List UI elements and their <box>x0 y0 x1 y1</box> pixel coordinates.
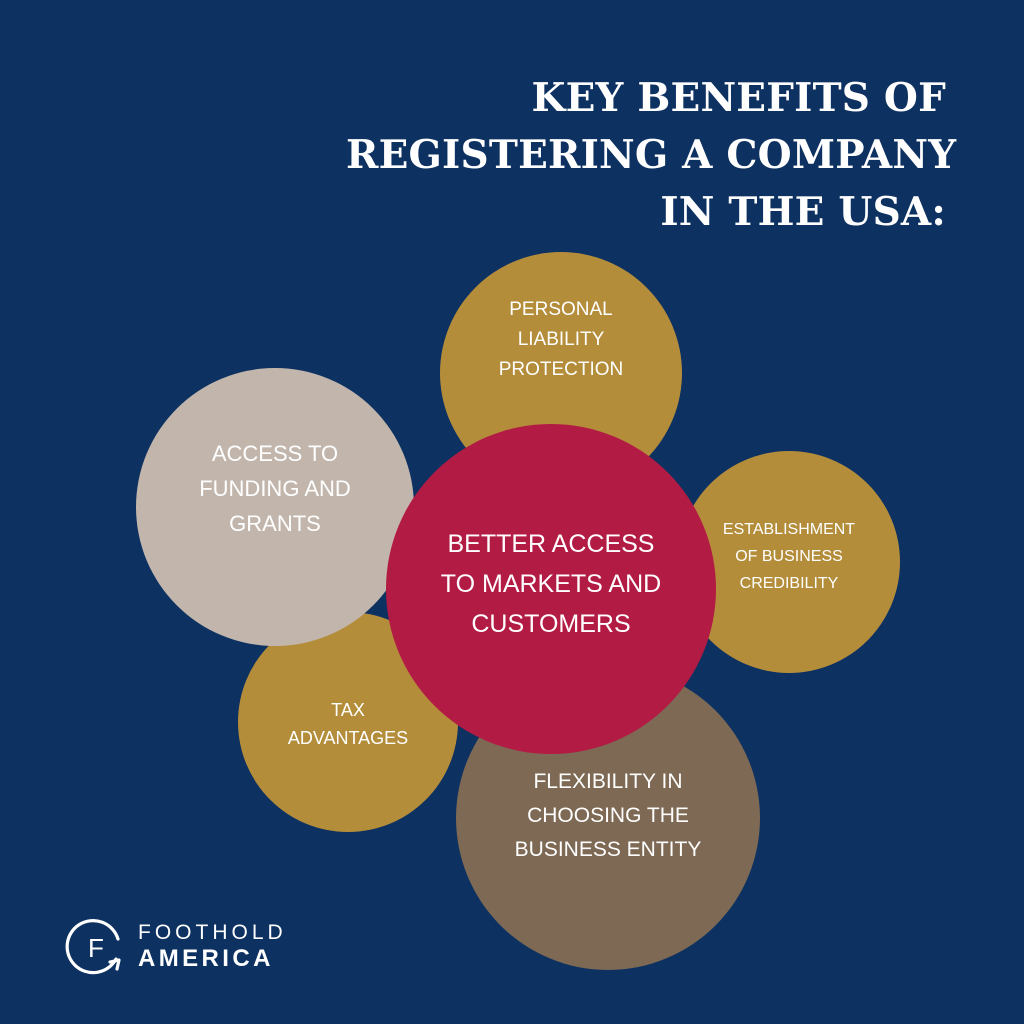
bubble-label: CREDIBILITY <box>739 575 839 592</box>
title-line: REGISTERING A COMPANY <box>346 132 957 178</box>
bubble-label: FUNDING AND <box>199 475 351 501</box>
bubble-label: PROTECTION <box>498 358 624 380</box>
bubble-label: ACCESS TO <box>211 440 339 466</box>
logo-mark-letter: F <box>88 933 104 963</box>
bubble-label: ADVANTAGES <box>287 728 409 748</box>
benefit-bubble-center: BETTER ACCESS TO MARKETS AND CUSTOMERS <box>386 424 716 754</box>
circular-arrow-f-icon: F <box>64 915 128 979</box>
bubble-label: TO MARKETS AND <box>440 569 662 598</box>
bubble-label: PERSONAL <box>509 298 613 320</box>
bubble-label: GRANTS <box>229 510 321 536</box>
benefit-bubble-funding: ACCESS TO FUNDING AND GRANTS <box>136 368 414 646</box>
bubble-label: OF BUSINESS <box>735 548 843 565</box>
bubble-label: ESTABLISHMENT <box>722 521 856 538</box>
bubble-label: CHOOSING THE <box>527 804 689 827</box>
bubble-label: BETTER ACCESS <box>447 529 655 558</box>
title-line: IN THE USA: <box>660 189 946 235</box>
bubble-label: LIABILITY <box>517 328 605 350</box>
bubble-label: TAX <box>331 700 365 720</box>
brand-logo: F FOOTHOLD AMERICA <box>64 914 324 980</box>
logo-line-2: AMERICA <box>138 945 274 972</box>
bubble-label: CUSTOMERS <box>471 609 631 638</box>
benefit-bubble-credibility: ESTABLISHMENT OF BUSINESS CREDIBILITY <box>678 451 900 673</box>
page-title: KEY BENEFITS OF REGISTERING A COMPANY IN… <box>346 70 957 241</box>
bubble-label: BUSINESS ENTITY <box>514 838 702 861</box>
bubble-label: FLEXIBILITY IN <box>533 770 683 793</box>
title-line: KEY BENEFITS OF <box>531 75 946 121</box>
logo-line-1: FOOTHOLD <box>138 921 287 944</box>
